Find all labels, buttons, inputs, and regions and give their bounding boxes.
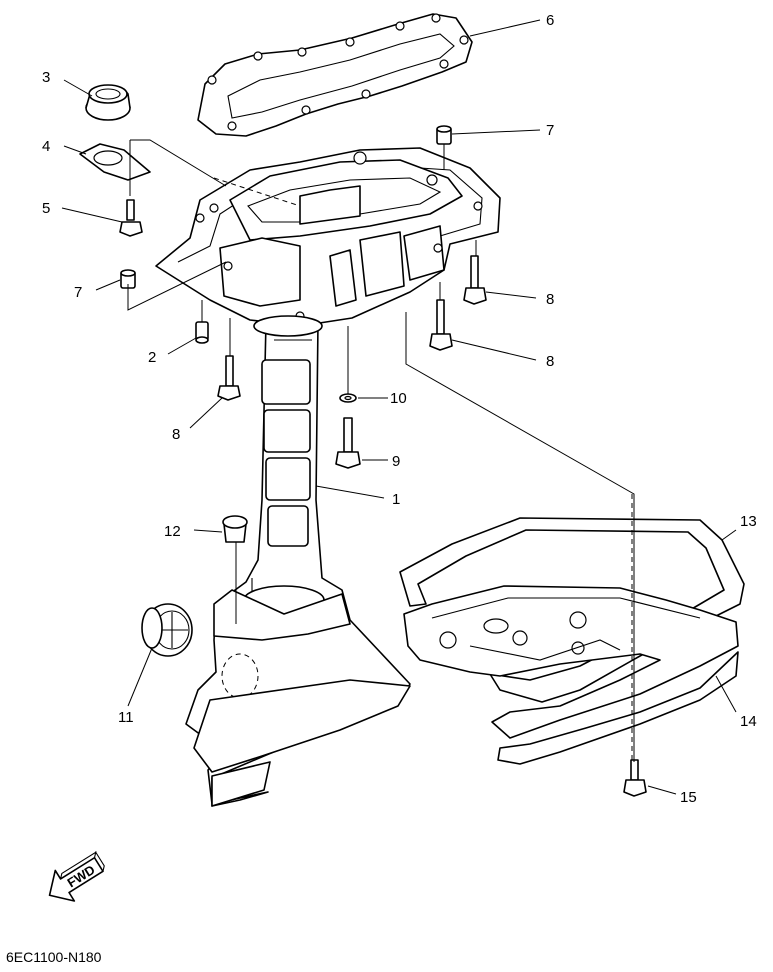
- part-10-washer: [339, 393, 357, 403]
- callout-13: 13: [740, 513, 757, 530]
- callout-4: 4: [42, 138, 50, 155]
- part-12-plug: [222, 515, 248, 543]
- part-13-seal: [399, 517, 745, 703]
- part-2-fitting: [195, 321, 209, 344]
- part-8-bolt-left: [217, 355, 241, 401]
- callout-7-left: 7: [74, 284, 82, 301]
- part-9-bolt: [335, 417, 361, 469]
- part-15-bolt: [623, 759, 647, 797]
- callout-1: 1: [392, 491, 400, 508]
- callout-10: 10: [390, 390, 407, 407]
- callout-7-top: 7: [546, 122, 554, 139]
- upper-casing-plate: [155, 147, 501, 327]
- callout-9: 9: [392, 453, 400, 470]
- part-4-gasket: [79, 143, 151, 181]
- callout-12: 12: [164, 523, 181, 540]
- part-6-gasket: [197, 13, 473, 137]
- part-3-plug: [85, 84, 131, 121]
- callout-2: 2: [148, 349, 156, 366]
- drawing-code: 6EC1100-N180: [6, 949, 102, 965]
- callout-5: 5: [42, 200, 50, 217]
- part-8-bolt-right-lower: [429, 299, 453, 351]
- callout-6: 6: [546, 12, 554, 29]
- callout-8-right-lower: 8: [546, 353, 554, 370]
- callout-15: 15: [680, 789, 697, 806]
- callout-14: 14: [740, 713, 757, 730]
- fwd-arrow-icon: FWD: [48, 850, 105, 902]
- part-11-grommet: [141, 603, 193, 657]
- callout-11: 11: [118, 709, 134, 726]
- part-1-upper-casing: [185, 315, 411, 807]
- part-7-dowel-top: [436, 125, 452, 145]
- part-8-bolt-right-upper: [463, 255, 487, 305]
- callout-3: 3: [42, 69, 50, 86]
- callout-labels: 3 4 5 6 7 7 2 8 8 8 10 9 1 12 11 13 14 1…: [42, 12, 757, 806]
- leader-lines: [61, 19, 737, 795]
- callout-8-right-upper: 8: [546, 291, 554, 308]
- part-5-bolt: [119, 199, 143, 237]
- assembly-lines: [127, 139, 635, 762]
- callout-8-left: 8: [172, 426, 180, 443]
- part-14-mount-plate: [403, 585, 739, 765]
